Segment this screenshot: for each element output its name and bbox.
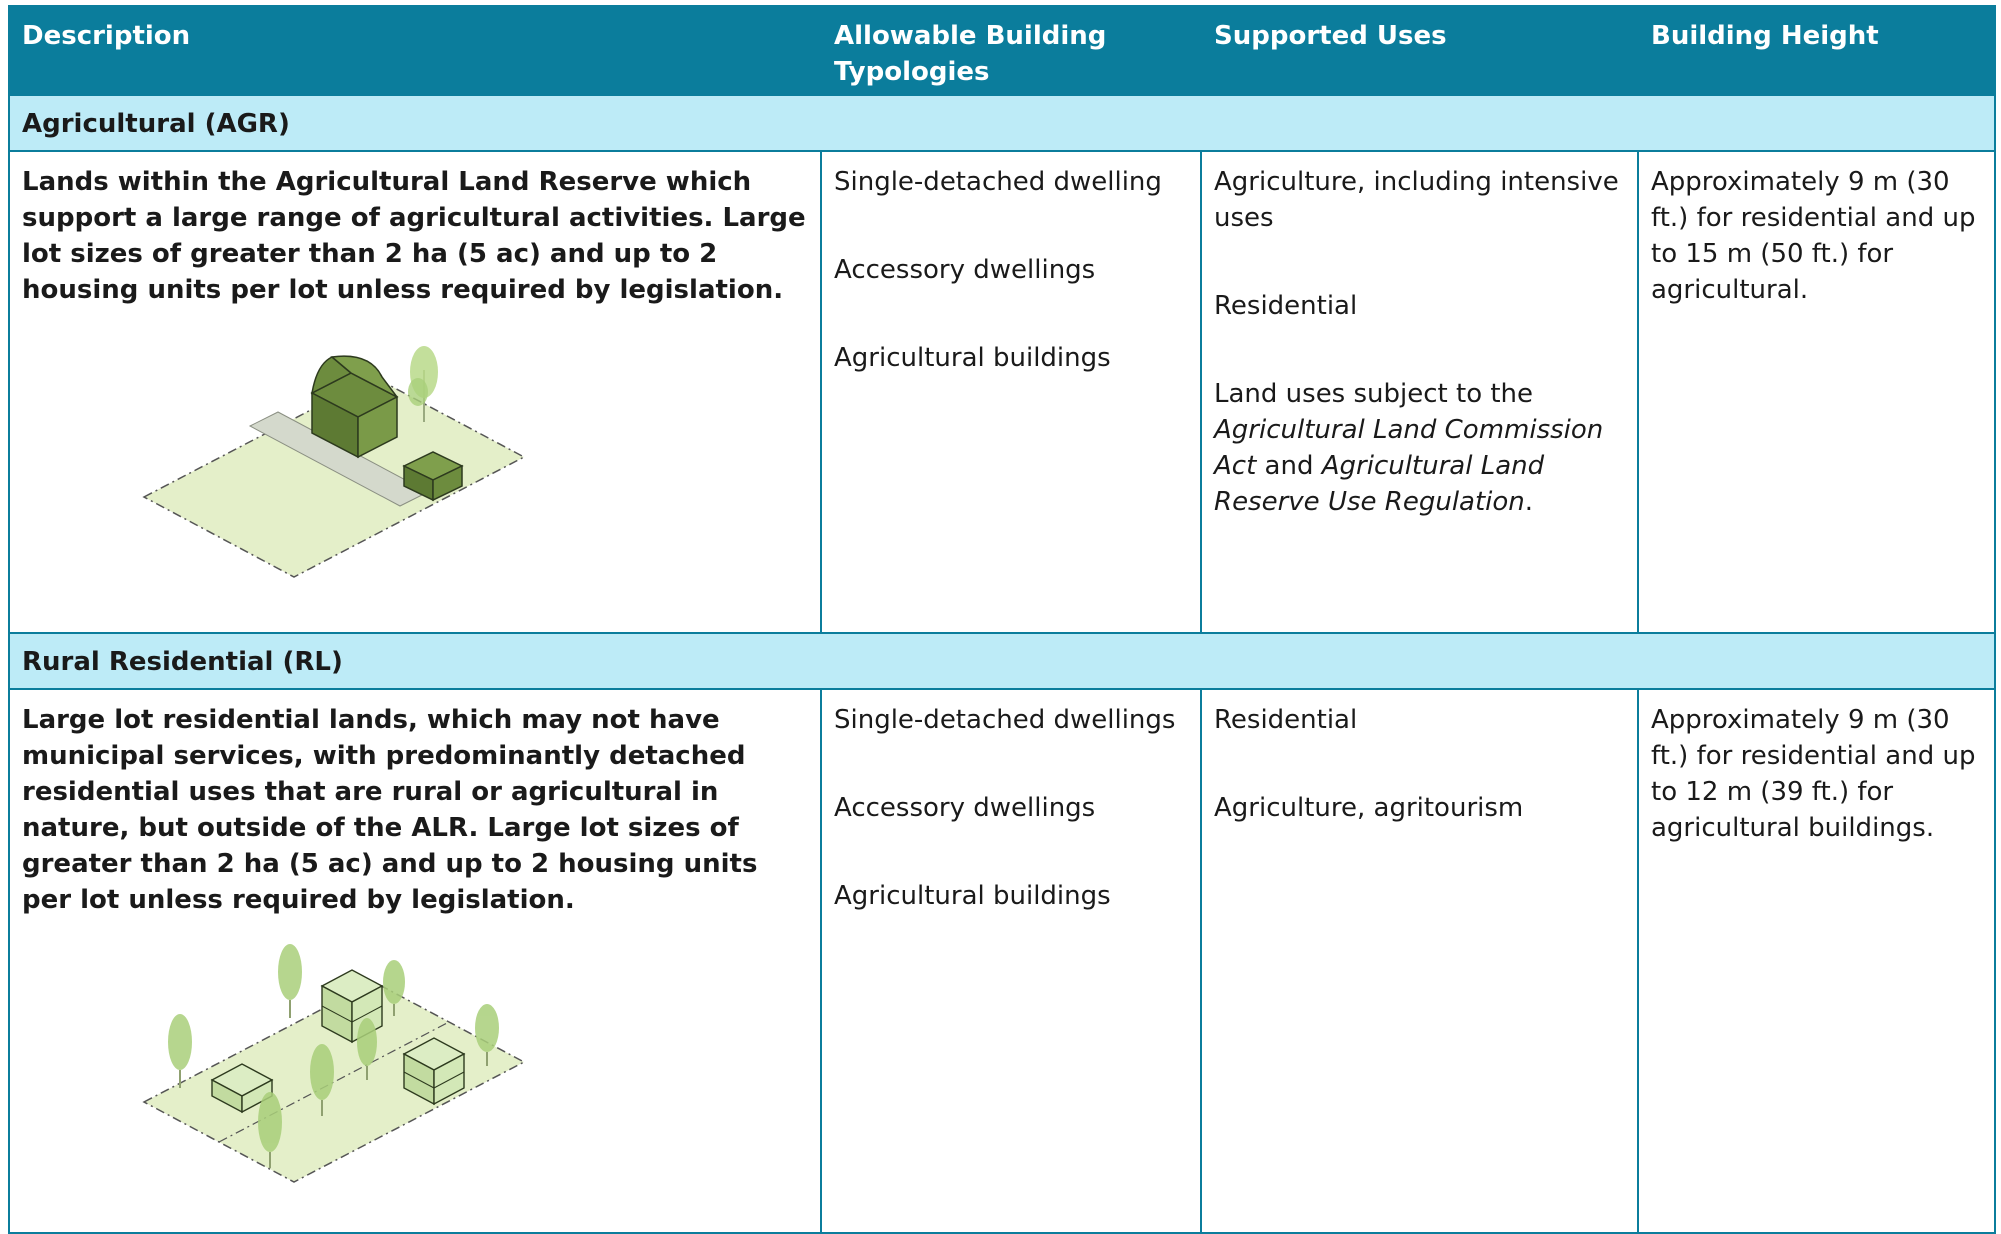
use-agr-3-end: . (1524, 487, 1534, 517)
use-agr-2: Residential (1214, 291, 1358, 321)
typologies-cell-rl: Single-detached dwellings Accessory dwel… (820, 688, 1202, 1234)
land-use-table: Description Allowable Building Typologie… (8, 5, 1996, 1234)
section-title-rl: Rural Residential (RL) (8, 632, 1996, 690)
use-agr-3: Land uses subject to the Agricultural La… (1214, 376, 1625, 520)
height-cell-agr: Approximately 9 m (30 ft.) for residenti… (1637, 150, 1996, 634)
header-typologies: Allowable Building Typologies (820, 5, 1202, 96)
typology-rl-3: Agricultural buildings (834, 881, 1111, 911)
typology-rl-1: Single-detached dwellings (834, 705, 1176, 735)
typology-rl-2: Accessory dwellings (834, 793, 1096, 823)
table-row-agr: Lands within the Agricultural Land Reser… (8, 150, 1996, 634)
header-description: Description (8, 5, 822, 96)
description-cell-agr: Lands within the Agricultural Land Reser… (8, 150, 822, 634)
act-alc: Agricultural Land Commission Act (1214, 415, 1604, 481)
use-agr-3-and: and (1256, 451, 1322, 481)
use-agr-1: Agriculture, including intensive uses (1214, 167, 1619, 233)
typology-agr-1: Single-detached dwelling (834, 167, 1162, 197)
typology-agr-3: Agricultural buildings (834, 343, 1111, 373)
use-rl-2: Agriculture, agritourism (1214, 793, 1524, 823)
rural-residential-lot-illustration (142, 944, 526, 1183)
uses-cell-rl: Residential Agriculture, agritourism (1200, 688, 1639, 1234)
typologies-cell-agr: Single-detached dwelling Accessory dwell… (820, 150, 1202, 634)
act-alr: Agricultural Land Reserve Use Regulation (1214, 451, 1545, 517)
header-height: Building Height (1637, 5, 1996, 96)
section-title-agr: Agricultural (AGR) (8, 94, 1996, 152)
header-row: Description Allowable Building Typologie… (8, 5, 1996, 96)
use-rl-1: Residential (1214, 705, 1358, 735)
description-agr: Lands within the Agricultural Land Reser… (22, 167, 806, 305)
agricultural-lot-illustration (142, 346, 526, 578)
section-row-agr: Agricultural (AGR) (8, 94, 1996, 152)
height-cell-rl: Approximately 9 m (30 ft.) for residenti… (1637, 688, 1996, 1234)
header-uses: Supported Uses (1200, 5, 1639, 96)
table-row-rl: Large lot residential lands, which may n… (8, 688, 1996, 1234)
typology-agr-2: Accessory dwellings (834, 255, 1096, 285)
description-cell-rl: Large lot residential lands, which may n… (8, 688, 822, 1234)
section-row-rl: Rural Residential (RL) (8, 632, 1996, 690)
description-rl: Large lot residential lands, which may n… (22, 705, 758, 915)
uses-cell-agr: Agriculture, including intensive uses Re… (1200, 150, 1639, 634)
use-agr-3-pre: Land uses subject to the (1214, 379, 1534, 409)
